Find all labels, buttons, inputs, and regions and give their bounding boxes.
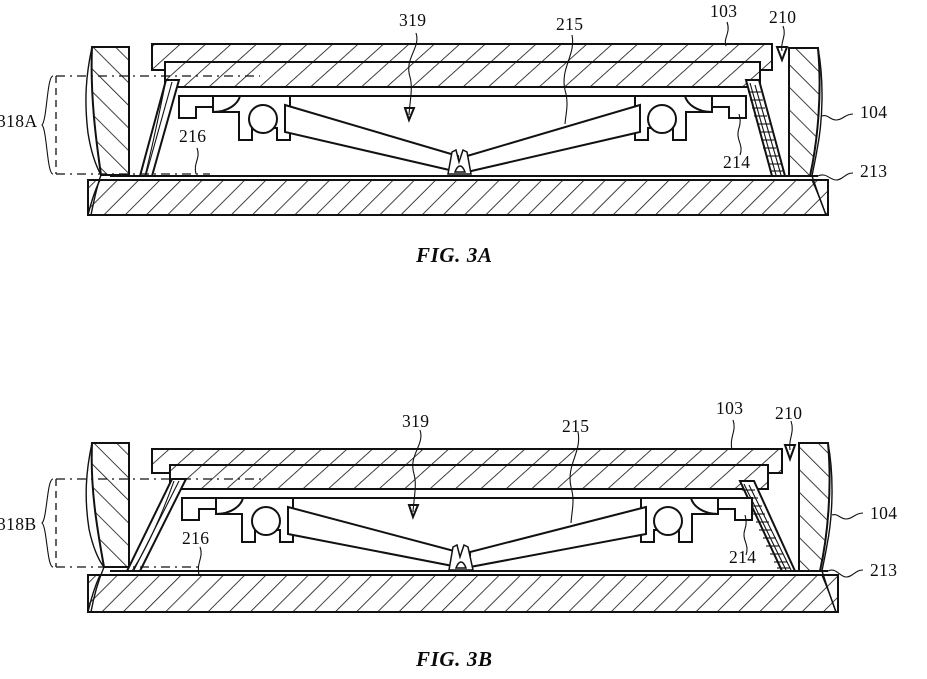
left-key-skirt bbox=[125, 478, 188, 572]
leader-319-arrow bbox=[407, 504, 420, 520]
bracket-318B bbox=[41, 478, 262, 568]
leader-215 bbox=[563, 34, 574, 125]
leader-210 bbox=[789, 420, 793, 451]
left-bezel-104 bbox=[85, 46, 130, 216]
fig3b-callout-213: 213 bbox=[870, 560, 898, 580]
fig3b-callout-210: 210 bbox=[775, 403, 803, 423]
scissor-arm-left bbox=[284, 103, 459, 174]
fig3a-callout-213: 213 bbox=[860, 161, 888, 181]
leader-210-arrow bbox=[783, 444, 797, 462]
key-support-215 bbox=[164, 61, 761, 88]
left-pivot-clip bbox=[212, 95, 291, 141]
right-pivot-clip bbox=[640, 497, 719, 543]
leader-213 bbox=[817, 172, 854, 181]
fig3b-callout-103: 103 bbox=[716, 398, 744, 418]
center-interlock bbox=[448, 543, 474, 571]
leader-103 bbox=[724, 21, 729, 47]
fig3b-callout-215: 215 bbox=[562, 416, 590, 436]
scissor-arm-left bbox=[287, 505, 459, 569]
left-bezel-104 bbox=[85, 442, 130, 613]
fig3a-bracket-label-318A: 318A bbox=[0, 111, 38, 131]
right-key-skirt bbox=[744, 79, 787, 177]
leader-319-arrow bbox=[403, 107, 416, 123]
bracket-318A bbox=[41, 75, 260, 175]
fig3b-callout-319: 319 bbox=[402, 411, 430, 431]
scissor-arm-right bbox=[469, 505, 647, 569]
leader-104 bbox=[821, 113, 854, 121]
leader-216 bbox=[194, 147, 199, 175]
fig3a-caption: FIG. 3A bbox=[416, 243, 493, 267]
base-plate-213 bbox=[87, 179, 829, 216]
figure-3a-drawing bbox=[41, 21, 854, 216]
right-bezel-104 bbox=[798, 442, 837, 613]
right-bezel-104 bbox=[788, 47, 827, 216]
fig3b-callout-216: 216 bbox=[182, 528, 210, 548]
fig3a-callout-214: 214 bbox=[723, 152, 751, 172]
leader-210 bbox=[781, 25, 785, 52]
figure-3b-drawing bbox=[41, 419, 864, 613]
fig3b-bracket-label-318B: 318B bbox=[0, 514, 37, 534]
leader-216 bbox=[197, 546, 202, 576]
leader-213 bbox=[827, 569, 864, 578]
center-interlock bbox=[447, 148, 472, 175]
fig3b-caption: FIG. 3B bbox=[416, 647, 493, 671]
leader-104 bbox=[831, 512, 864, 520]
fig3a-callout-103: 103 bbox=[710, 1, 738, 21]
fig3b-callout-214: 214 bbox=[729, 547, 757, 567]
base-plate-213 bbox=[87, 574, 839, 613]
scissor-arm-right bbox=[466, 103, 641, 174]
fig3a-callout-216: 216 bbox=[179, 126, 207, 146]
leader-210-arrow bbox=[775, 46, 789, 63]
left-pivot-clip bbox=[215, 497, 294, 543]
fig3a-callout-104: 104 bbox=[860, 102, 888, 122]
fig3a-callout-319: 319 bbox=[399, 10, 427, 30]
leader-214 bbox=[743, 514, 748, 556]
leader-319 bbox=[412, 429, 422, 513]
leader-214 bbox=[737, 113, 742, 156]
fig3b-callout-104: 104 bbox=[870, 503, 898, 523]
left-key-skirt bbox=[138, 79, 181, 177]
right-pivot-clip bbox=[634, 95, 713, 141]
leader-103 bbox=[730, 419, 735, 451]
leader-215 bbox=[569, 431, 580, 524]
key-support-215 bbox=[169, 464, 769, 490]
leader-319 bbox=[408, 32, 418, 116]
fig3a-callout-210: 210 bbox=[769, 7, 797, 27]
fig3a-callout-215: 215 bbox=[556, 14, 584, 34]
